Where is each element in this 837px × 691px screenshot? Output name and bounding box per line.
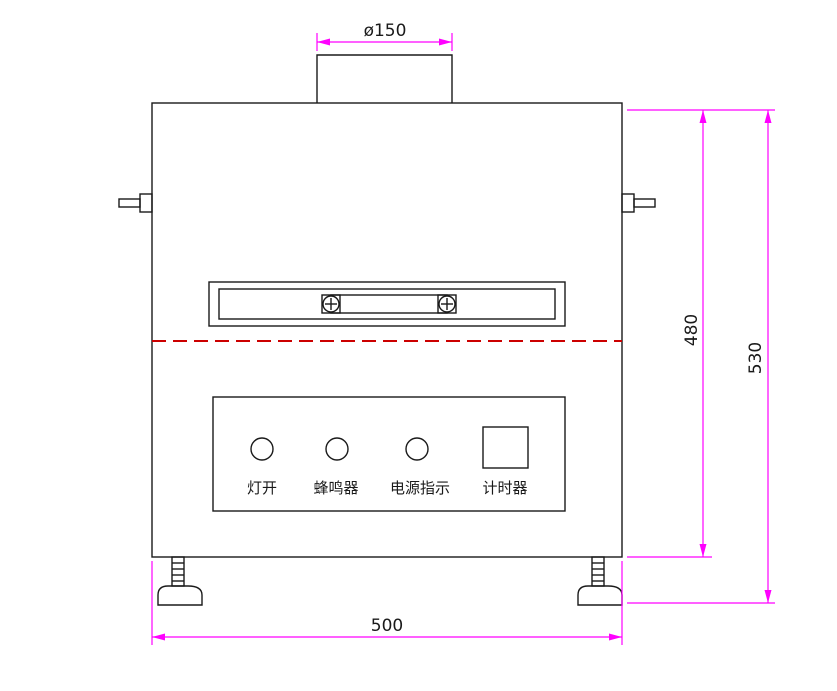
dimension-label-inner-height: 480 [682, 314, 702, 346]
dimension-group [151, 33, 775, 645]
specimen-holder-bar [330, 294, 448, 314]
left-screw-plate [321, 294, 341, 314]
slot-inner-frame [218, 288, 556, 320]
control-panel [212, 396, 566, 512]
machine-body [151, 102, 623, 558]
duct-dim-arrow-left [317, 38, 330, 46]
panel-label-power: 电源指示 [390, 479, 450, 497]
inner-height-arrow-bottom [699, 544, 707, 557]
outer-height-arrow-top [764, 110, 772, 123]
panel-label-buzzer: 蜂鸣器 [313, 479, 358, 497]
timer-display [482, 426, 529, 469]
right-handle-bracket [621, 193, 635, 213]
lamp-switch-indicator [250, 437, 274, 461]
panel-label-timer: 计时器 [482, 479, 527, 497]
buzzer-indicator [325, 437, 349, 461]
left-handle-bracket [139, 193, 153, 213]
panel-label-lamp: 灯开 [247, 479, 277, 497]
left-handle-pin [118, 198, 141, 208]
right-handle-pin [633, 198, 656, 208]
machine-outline-group [118, 54, 656, 606]
dimension-label-duct-diameter: ø150 [364, 21, 407, 41]
panel-labels-group: 灯开 蜂鸣器 电源指示 计时器 [247, 479, 528, 497]
dimension-label-outer-height: 530 [746, 342, 766, 374]
left-foot-pad [157, 585, 203, 606]
dimension-labels-group: ø150 480 530 500 [364, 21, 766, 636]
exhaust-duct [316, 54, 453, 103]
duct-dim-arrow-right [439, 38, 452, 46]
width-arrow-left [152, 633, 165, 641]
dimension-label-width: 500 [371, 616, 403, 636]
power-indicator [405, 437, 429, 461]
width-arrow-right [609, 633, 622, 641]
inner-height-arrow-top [699, 110, 707, 123]
slot-outer-frame [208, 281, 566, 327]
right-foot-pad [577, 585, 623, 606]
right-screw-plate [437, 294, 457, 314]
outer-height-arrow-bottom [764, 590, 772, 603]
